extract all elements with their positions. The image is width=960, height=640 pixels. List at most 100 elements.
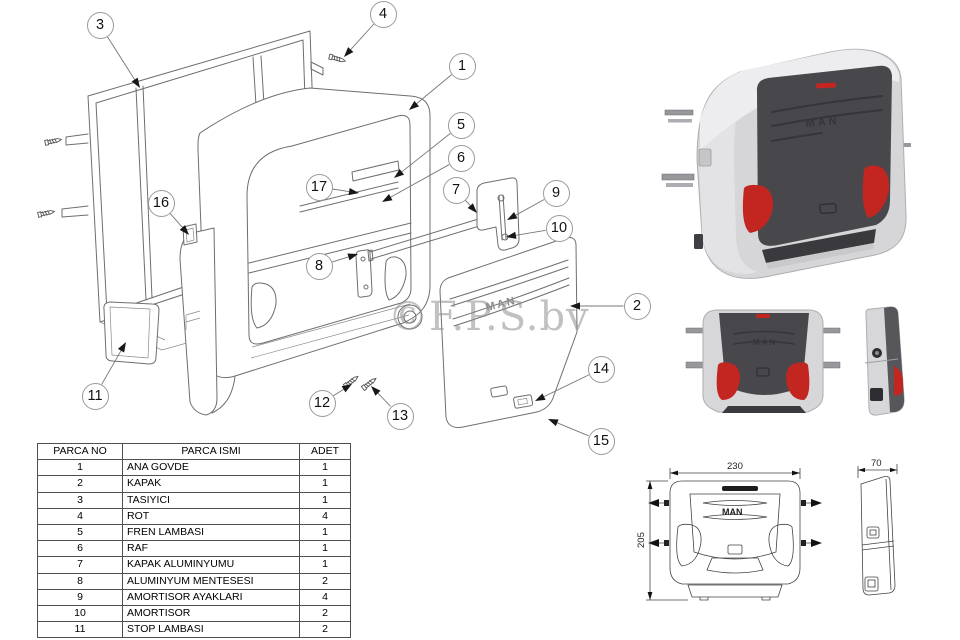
table-cell: STOP LAMBASI [122,621,300,639]
table-cell: 4 [37,507,123,526]
leader-arrowhead [131,77,140,88]
table-cell: 3 [37,491,123,509]
leader-arrowhead [344,47,354,57]
table-cell: KAPAK ALUMINYUMU [122,556,300,574]
dim-side-view: 70 [857,458,898,596]
leader-line [331,256,349,263]
table-cell: 1 [299,540,351,558]
table-cell: ANA GOVDE [122,459,300,477]
table-cell: 5 [37,524,123,542]
leader-arrowhead [535,393,546,401]
main-body-part [197,87,431,414]
table-cell: 7 [37,556,123,574]
table-cell: ALUMINYUM MENTESESI [122,572,300,590]
callout-leader-lines [101,23,624,437]
leader-line [401,133,451,173]
table-cell: FREN LAMBASI [122,524,300,542]
leader-line [557,422,589,437]
leader-line [543,374,590,398]
leader-arrowhead [394,168,405,178]
column-header: PARCA NO [37,442,123,461]
table-cell: 4 [299,507,351,526]
leader-line [101,350,122,385]
table-cell: 2 [299,572,351,590]
dim-front-view: MAN 230 205 [636,461,822,601]
damper-bracket-part [476,177,520,251]
left-pillar-part [179,223,218,416]
table-cell: 1 [299,491,351,509]
table-cell: AMORTISOR [122,605,300,623]
leader-arrowhead [347,253,358,261]
table-cell: AMORTISOR AYAKLARI [122,588,300,607]
leader-line [416,74,452,104]
render-perspective: MAN [661,48,911,279]
table-cell: 6 [37,540,123,558]
leader-arrowhead [348,187,359,196]
table-cell: 10 [37,605,123,623]
table-cell: 4 [299,588,351,607]
dim-width-label: 230 [727,461,743,472]
hinge-part [355,249,373,298]
table-cell: 1 [299,524,351,542]
table-cell: 2 [299,605,351,623]
leader-line [515,229,546,236]
cover-part: MAN [439,236,578,428]
table-cell: TASIYICI [122,491,300,509]
leader-line [106,36,136,80]
table-cell: 1 [299,459,351,477]
leader-arrowhead [117,342,126,353]
column-header: PARCA ISMI [122,442,300,461]
leader-arrowhead [507,212,518,220]
render-front-brand-text: MAN [753,338,777,347]
dim-brand-text: MAN [722,507,743,517]
leader-arrowhead [382,193,393,202]
table-cell: 1 [37,459,123,477]
table-cell: 9 [37,588,123,607]
table-cell: 11 [37,621,123,639]
exploded-diagram: MAN [37,23,624,437]
leader-line [390,164,450,198]
table-cell: KAPAK [122,475,300,493]
column-header: ADET [299,442,351,461]
render-brand-text: MAN [805,115,840,130]
leader-arrowhead [548,419,559,427]
leader-line [332,188,350,192]
table-cell: 2 [37,475,123,493]
leader-arrowhead [467,203,477,213]
leader-arrowhead [371,386,381,396]
watermark: ©F.P.S.bv [388,294,590,340]
table-cell: ROT [122,507,300,526]
leader-line [464,199,471,206]
dim-side-width-label: 70 [871,458,882,469]
leader-line [333,388,344,397]
table-cell: 8 [37,572,123,590]
leader-line [377,392,391,407]
table-cell: 1 [299,475,351,493]
leader-arrowhead [179,225,189,235]
leader-line [350,23,375,50]
leader-arrowhead [341,384,352,393]
table-cell: 2 [299,621,351,639]
render-side [864,306,905,416]
dim-height-label: 205 [636,532,647,548]
leader-line [169,212,183,228]
stop-lamp-part [103,301,160,365]
table-cell: 1 [299,556,351,574]
leader-arrowhead [409,100,419,110]
